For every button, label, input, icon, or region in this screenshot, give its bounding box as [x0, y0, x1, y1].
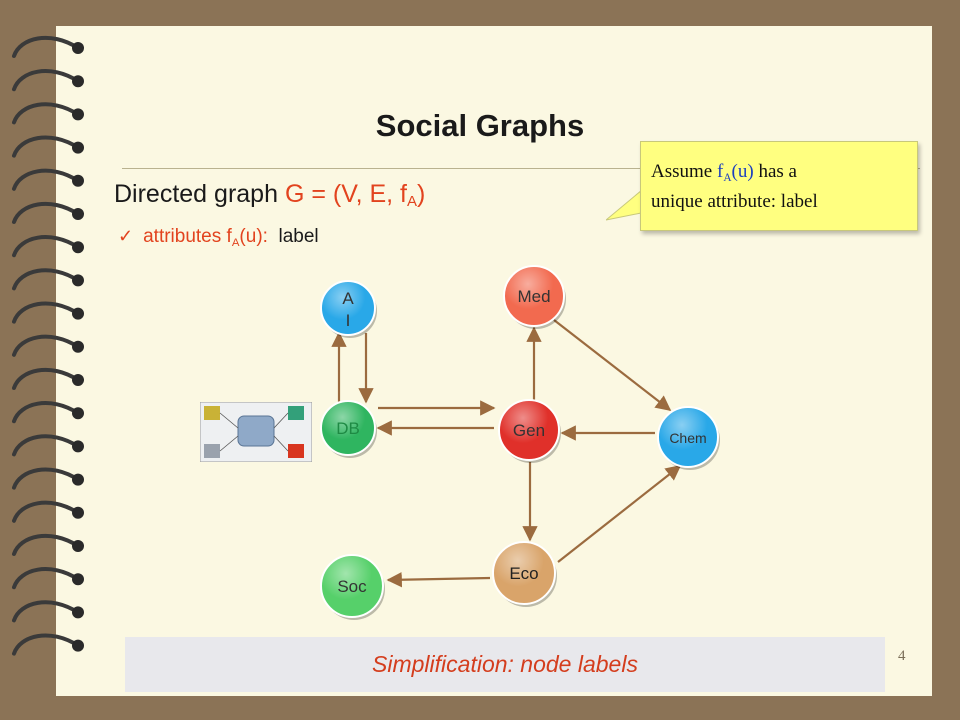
main-bullet-formula: G = (V, E, fA): [284, 180, 426, 210]
node-gen: Gen: [498, 399, 561, 463]
footer-note: Simplification: node labels: [125, 637, 885, 692]
node-chem: Chem: [657, 406, 720, 470]
node-ai: AI: [320, 280, 377, 338]
node-eco-label: Eco: [509, 564, 538, 583]
checkmark-icon: ✓: [118, 226, 134, 246]
node-soc: Soc: [320, 554, 385, 620]
sub-bullet-value: label: [278, 226, 319, 247]
node-ai-label: I: [346, 311, 351, 330]
node-gen-label: Gen: [513, 421, 545, 440]
callout-function: fA(u): [716, 161, 754, 184]
slide-page: [56, 26, 932, 696]
database-architecture-thumbnail: [200, 402, 312, 462]
node-eco: Eco: [492, 541, 557, 607]
node-ai-label: A: [342, 289, 354, 308]
node-med: Med: [503, 265, 566, 329]
assumption-callout: Assume fA(u) has a unique attribute: lab…: [640, 141, 918, 231]
edge-eco-to-chem: [557, 465, 682, 563]
node-soc-label: Soc: [337, 577, 367, 596]
page-number: 4: [898, 648, 906, 664]
node-med-label: Med: [517, 287, 550, 306]
node-db: DB: [320, 400, 377, 458]
title-divider: [122, 168, 920, 169]
main-bullet-prefix: Directed graph: [114, 180, 285, 208]
slide-title: Social Graphs: [375, 108, 585, 143]
spiral-binding: [12, 35, 84, 656]
node-chem-label: Chem: [669, 430, 706, 446]
edge-med-to-chem: [553, 319, 672, 411]
sub-bullet-label: attributes fA(u):: [143, 226, 268, 249]
callout-line2: unique attribute: label: [651, 191, 818, 212]
sub-bullet: ✓ attributes fA(u): label: [118, 226, 319, 249]
node-db-label: DB: [336, 419, 360, 438]
main-bullet: Directed graph G = (V, E, fA): [114, 180, 425, 210]
edge-eco-to-soc: [386, 572, 491, 588]
